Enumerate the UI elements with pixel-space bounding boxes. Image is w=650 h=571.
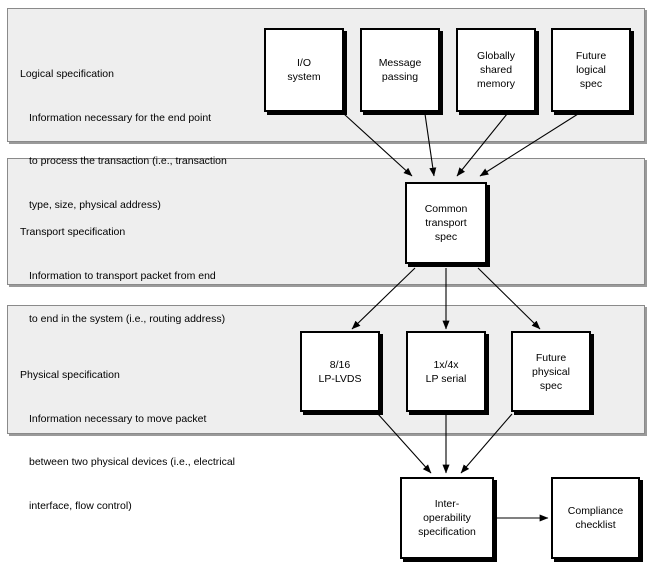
node-io-system-label: I/O system xyxy=(287,57,321,83)
panel-physical-line-1: Information necessary to move packet xyxy=(29,412,207,425)
node-common-transport-spec[interactable]: Common transport spec xyxy=(405,182,487,264)
panel-logical-line-2: to process the transaction (i.e., transa… xyxy=(29,155,227,167)
panel-logical-title: Logical specification xyxy=(20,68,114,80)
panel-logical-specification-text: Logical specification Information necess… xyxy=(20,38,227,241)
node-common-transport-spec-label: Common transport spec xyxy=(424,203,468,243)
node-message-passing-label: Message passing xyxy=(378,57,422,83)
panel-physical-line-3: interface, flow control) xyxy=(29,499,132,512)
node-io-system[interactable]: I/O system xyxy=(264,28,344,112)
node-lp-serial[interactable]: 1x/4x LP serial xyxy=(406,331,486,412)
panel-logical-line-3: type, size, physical address) xyxy=(29,198,161,211)
node-future-logical-spec-label: Future logical spec xyxy=(575,50,607,90)
node-lp-lvds[interactable]: 8/16 LP-LVDS xyxy=(300,331,380,412)
node-message-passing[interactable]: Message passing xyxy=(360,28,440,112)
panel-transport-specification-text: Transport specification Information to t… xyxy=(20,196,225,356)
panel-transport-title: Transport specification xyxy=(20,226,126,238)
node-compliance-checklist[interactable]: Compliance checklist xyxy=(551,477,640,559)
node-future-physical-spec-label: Future physical spec xyxy=(532,351,570,392)
panel-physical-line-2: between two physical devices (i.e., elec… xyxy=(29,456,236,468)
node-globally-shared-memory[interactable]: Globally shared memory xyxy=(456,28,536,112)
node-future-physical-spec[interactable]: Future physical spec xyxy=(511,331,591,412)
node-compliance-checklist-label: Compliance checklist xyxy=(567,505,624,531)
panel-transport-specification xyxy=(7,158,645,285)
panel-transport-line-2: to end in the system (i.e., routing addr… xyxy=(29,313,226,325)
panel-physical-specification-text: Physical specification Information neces… xyxy=(20,339,235,542)
panel-physical-title: Physical specification xyxy=(20,369,120,381)
node-interoperability-specification-label: Inter- operability specification xyxy=(418,498,476,538)
panel-transport-line-1: Information to transport packet from end xyxy=(29,269,216,282)
node-lp-lvds-label: 8/16 LP-LVDS xyxy=(318,358,362,385)
node-globally-shared-memory-label: Globally shared memory xyxy=(477,50,515,90)
node-lp-serial-label: 1x/4x LP serial xyxy=(425,358,467,385)
node-interoperability-specification[interactable]: Inter- operability specification xyxy=(400,477,494,559)
panel-logical-line-1: Information necessary for the end point xyxy=(29,111,212,124)
node-future-logical-spec[interactable]: Future logical spec xyxy=(551,28,631,112)
